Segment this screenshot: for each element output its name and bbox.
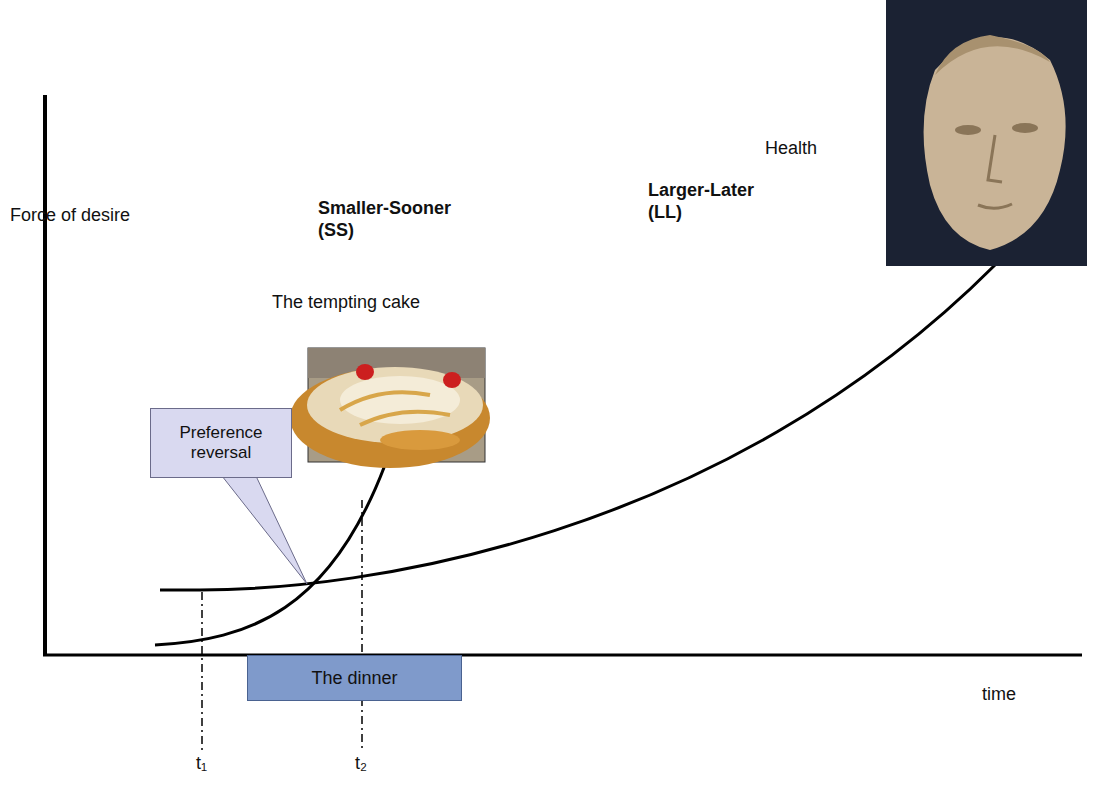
x-axis [43, 654, 1082, 657]
period-band: The dinner [247, 655, 462, 701]
time-marker-label: t₁ [196, 753, 207, 775]
callout-box: Preference reversal [150, 408, 292, 478]
callout-tail [222, 476, 307, 584]
cake-picture [290, 348, 490, 468]
axis-label: Force of desire [10, 205, 130, 227]
t2-marker [361, 500, 363, 750]
ss-curve [155, 465, 385, 645]
item-label: The tempting cake [272, 292, 420, 314]
node-text: Preference reversal [159, 423, 283, 463]
item-label: Health [765, 138, 817, 160]
axis-label: time [982, 684, 1016, 706]
curve-label: Larger-Later (LL) [648, 180, 788, 223]
node-text: The dinner [311, 668, 397, 689]
time-marker-label: t₂ [355, 753, 367, 775]
health-head-picture [886, 0, 1087, 266]
t1-marker [201, 592, 203, 750]
curve-label: Smaller-Sooner (SS) [318, 198, 468, 241]
y-axis [43, 95, 47, 656]
